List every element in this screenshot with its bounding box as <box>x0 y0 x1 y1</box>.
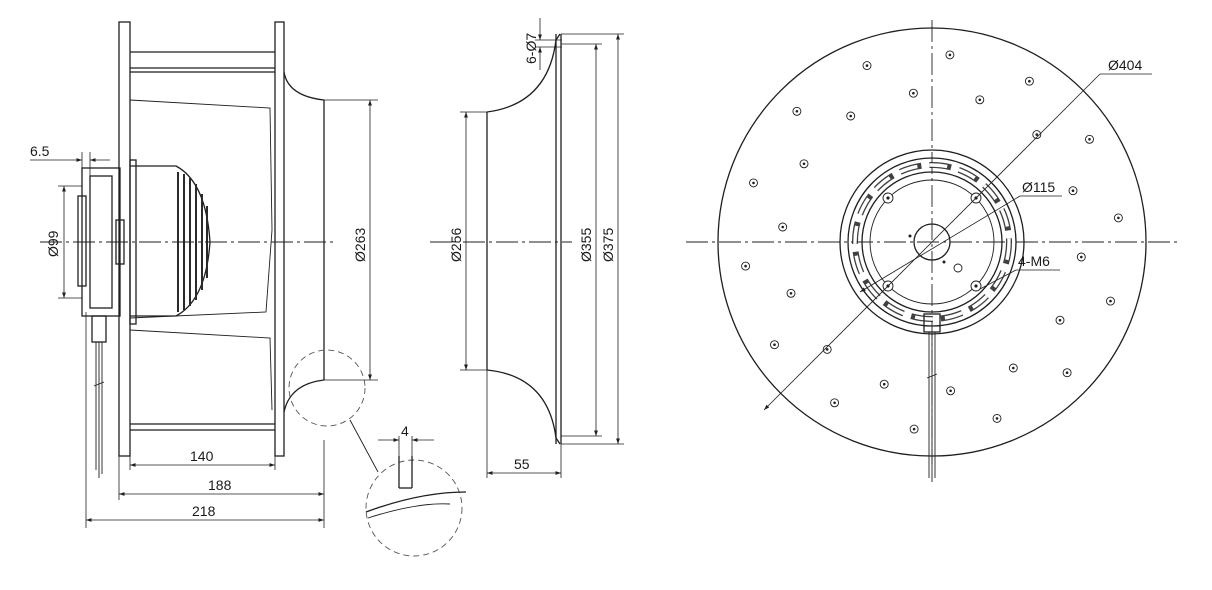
rivet-center <box>949 389 952 393</box>
rivet-center <box>1012 366 1015 370</box>
rivet-center <box>825 348 829 351</box>
rivet-center <box>802 162 806 166</box>
side-view: 6.5 Ø99 Ø263 140 188 218 <box>30 21 379 528</box>
dim-256: Ø256 <box>448 228 464 262</box>
detail-circle <box>365 459 463 557</box>
rivet-center <box>995 417 999 420</box>
dim-188: 188 <box>208 477 232 493</box>
inlet-curve-top <box>283 71 325 101</box>
rivet-center <box>1088 138 1091 141</box>
dim-6-5: 6.5 <box>30 143 50 159</box>
rivet-center <box>1109 299 1112 303</box>
rivet-center <box>744 264 747 268</box>
dim-218: 218 <box>192 503 216 519</box>
dim-55: 55 <box>514 456 530 472</box>
rivet-center <box>833 401 836 405</box>
impeller-rivets <box>741 50 1123 434</box>
rivet-center <box>1071 189 1075 192</box>
dim-355: Ø355 <box>578 228 594 262</box>
rivet-center <box>978 98 982 102</box>
dim-115: Ø115 <box>1022 179 1055 195</box>
rivet-center <box>1065 371 1069 375</box>
rivet-center <box>795 110 799 113</box>
rivet-center <box>781 225 784 229</box>
inlet-curve-bottom <box>283 379 325 413</box>
dim-404: Ø404 <box>1108 57 1142 73</box>
rivet-center <box>1117 216 1120 220</box>
hub-bore <box>913 223 951 261</box>
rivet-center <box>912 427 916 431</box>
rivet-center <box>849 114 852 118</box>
front-ring <box>274 21 285 457</box>
rivet-center <box>1028 79 1031 83</box>
inlet-ring-view: 6-Ø7 Ø256 Ø355 Ø375 55 <box>430 18 624 478</box>
rivet-center <box>882 382 886 386</box>
dim-263: Ø263 <box>352 228 368 262</box>
cable <box>91 315 107 478</box>
dim-375: Ø375 <box>600 228 616 262</box>
rivet-center <box>948 53 952 57</box>
dim-4: 4 <box>401 423 409 439</box>
rivet-center <box>789 292 793 295</box>
rivet-center <box>1035 133 1039 136</box>
rivet-center <box>752 181 755 185</box>
rivet-center <box>912 91 915 95</box>
dim-99: Ø99 <box>45 230 61 257</box>
rivet-center <box>1080 255 1083 259</box>
dim-140: 140 <box>190 448 214 464</box>
rivet-center <box>773 343 776 347</box>
detail-marker-circle <box>288 349 366 427</box>
detail-view: 4 <box>365 423 467 557</box>
dim-6-7: 6-Ø7 <box>523 33 539 64</box>
rivet-center <box>1058 318 1062 322</box>
front-view: Ø404 Ø115 4-M6 <box>686 20 1180 482</box>
dim-4-m6: 4-M6 <box>1018 253 1050 269</box>
rivet-center <box>865 64 869 67</box>
